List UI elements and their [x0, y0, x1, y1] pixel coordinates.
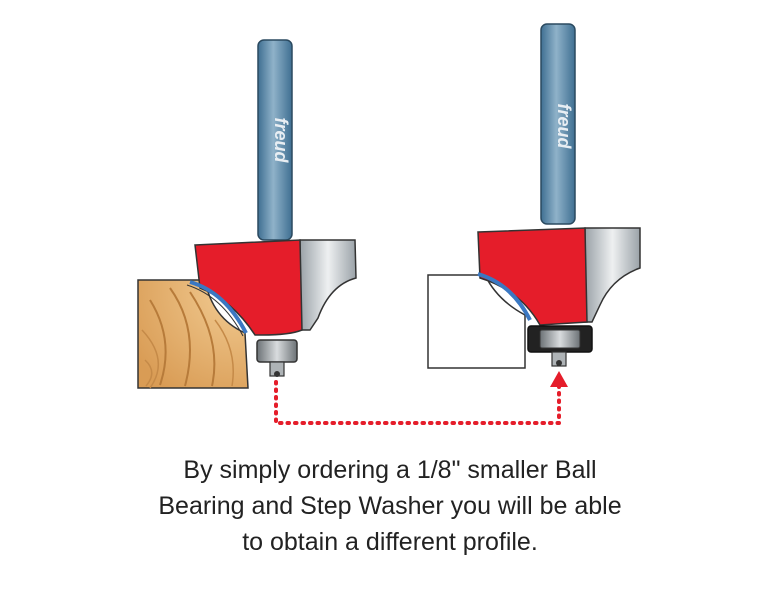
- right-carbide-blade: [584, 227, 641, 323]
- left-shank: [257, 39, 293, 241]
- dotted-arrow: [274, 371, 568, 425]
- right-brand-label: freud: [554, 104, 574, 150]
- right-router-bit: freud: [427, 23, 641, 369]
- left-bearing: [256, 339, 298, 363]
- left-router-bit: freud: [137, 39, 357, 389]
- arrow-head-icon: [550, 371, 568, 387]
- wood-workpiece: [137, 279, 249, 389]
- left-brand-label: freud: [271, 118, 291, 164]
- left-profile-edge: [189, 280, 248, 334]
- caption-line-3: to obtain a different profile.: [242, 528, 538, 556]
- right-profile-edge: [477, 272, 532, 321]
- right-cutter-body: [477, 227, 588, 326]
- left-carbide-blade: [299, 239, 357, 331]
- caption-line-1: By simply ordering a 1/8" smaller Ball: [183, 456, 597, 484]
- caption-line-2: Bearing and Step Washer you will be able: [158, 492, 622, 520]
- caption: By simply ordering a 1/8" smaller Ball B…: [0, 452, 780, 560]
- right-shank: [540, 23, 576, 225]
